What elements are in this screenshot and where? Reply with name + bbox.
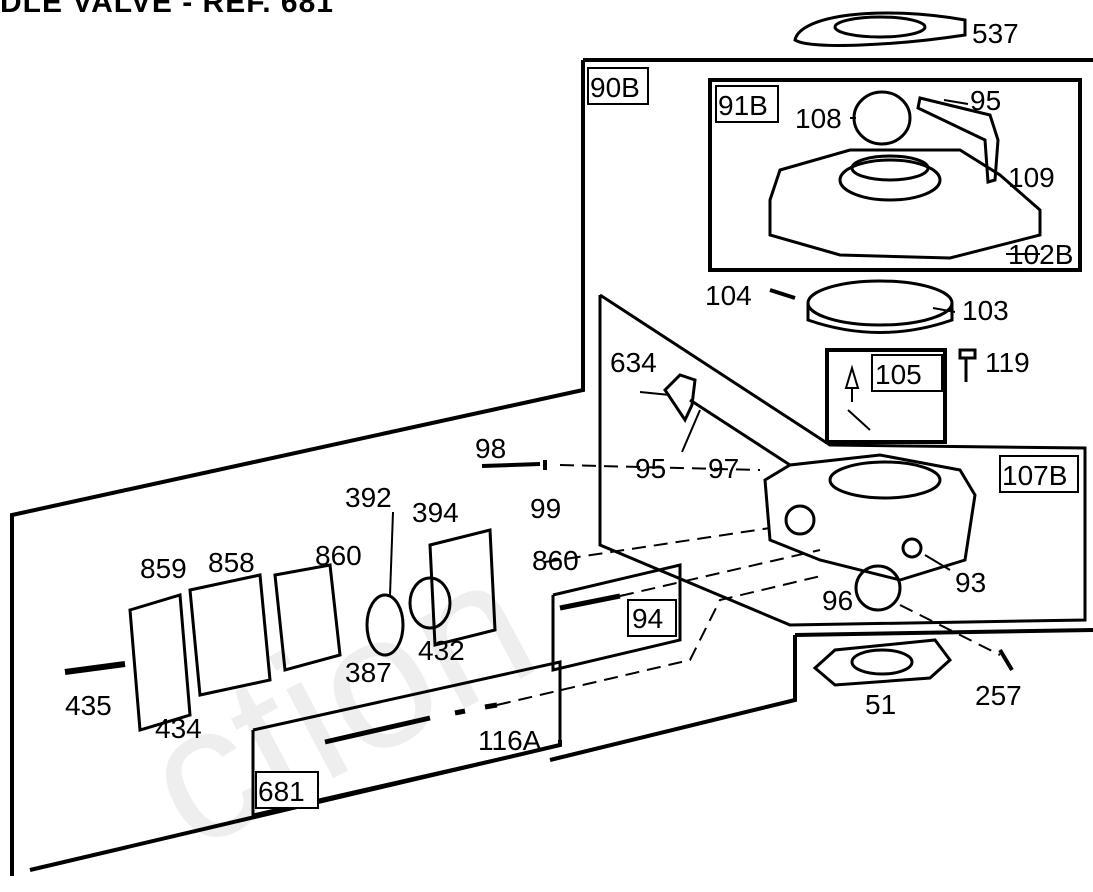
part-label-859: 859 — [140, 553, 187, 584]
part-label-97: 97 — [708, 453, 739, 484]
frame-right-step — [794, 628, 1093, 637]
box-91B — [708, 78, 1082, 272]
group-label-681: 681 — [258, 776, 305, 807]
part-label-860a: 860 — [315, 540, 362, 571]
part-435-screw — [64, 661, 126, 675]
part-102B-housing — [768, 148, 1042, 260]
part-label-108: 108 — [795, 103, 842, 134]
label-box-107B — [999, 455, 1079, 493]
part-label-434: 434 — [155, 713, 202, 744]
part-label-103: 103 — [962, 295, 1009, 326]
part-432-cup — [408, 576, 452, 630]
part-label-95a: 95 — [970, 85, 1001, 116]
frame-right-lower — [549, 635, 797, 762]
part-108-plate — [852, 90, 912, 146]
group-label-91B: 91B — [718, 90, 768, 121]
part-label-116A: 116A — [478, 725, 542, 756]
part-label-102B: 102B — [1008, 239, 1073, 270]
leader-lines — [389, 99, 1040, 596]
frame-outer — [10, 60, 585, 876]
part-109-shaft — [916, 96, 1000, 184]
part-97-shaft — [689, 398, 791, 467]
part-434-gasket — [128, 593, 192, 732]
part-394-cover — [428, 528, 497, 647]
part-537-gasket — [793, 11, 967, 47]
part-392-spring — [365, 593, 405, 657]
part-96-bowl — [854, 564, 902, 612]
group-label-107B: 107B — [1002, 460, 1067, 491]
box-94 — [551, 563, 682, 672]
part-label-858: 858 — [208, 547, 255, 578]
part-label-634: 634 — [610, 347, 657, 378]
part-label-104: 104 — [705, 280, 752, 311]
part-label-51: 51 — [865, 689, 896, 720]
part-label-860b: 860 — [532, 545, 579, 576]
part-107B-carb-body — [763, 453, 977, 582]
part-label-99: 99 — [530, 493, 561, 524]
box-105 — [825, 348, 947, 444]
group-label-94: 94 — [632, 603, 663, 634]
label-box-94 — [627, 599, 677, 637]
part-51-gasket — [812, 638, 953, 687]
label-box-105 — [871, 354, 943, 392]
part-label-109: 109 — [1008, 162, 1055, 193]
part-label-257: 257 — [975, 680, 1022, 711]
label-box-90B — [587, 67, 649, 105]
part-98-99-spring — [481, 460, 547, 470]
part-label-119: 119 — [985, 347, 1030, 378]
part-257-screw — [998, 648, 1014, 672]
group-label-90B: 90B — [590, 72, 640, 103]
part-label-98: 98 — [475, 433, 506, 464]
part-label-394: 394 — [412, 497, 459, 528]
label-box-681 — [255, 771, 319, 809]
part-label-96: 96 — [822, 585, 853, 616]
part-119-screw — [958, 348, 977, 382]
part-label-387: 387 — [345, 657, 392, 688]
part-858-plate — [273, 563, 342, 672]
part-94-screw — [559, 593, 621, 611]
box-681 — [251, 660, 562, 817]
group-label-105: 105 — [875, 359, 922, 390]
part-label-93: 93 — [955, 567, 986, 598]
part-105-needle — [844, 364, 871, 431]
part-label-537: 537 — [972, 18, 1019, 49]
part-103-float — [806, 279, 954, 334]
part-label-432: 432 — [418, 635, 465, 666]
part-859-gasket — [188, 573, 272, 697]
page-title: DLE VALVE - REF. 681 — [0, 0, 334, 19]
box-107B — [598, 293, 1087, 627]
part-label-435: 435 — [65, 690, 112, 721]
part-104-pin — [769, 288, 796, 300]
assembly-dashed-lines — [496, 464, 1001, 706]
label-box-91B — [715, 85, 779, 123]
part-634-lever — [663, 373, 697, 424]
part-681-needle-valve — [324, 702, 498, 745]
part-label-95b: 95 — [635, 453, 666, 484]
part-label-392: 392 — [345, 482, 392, 513]
